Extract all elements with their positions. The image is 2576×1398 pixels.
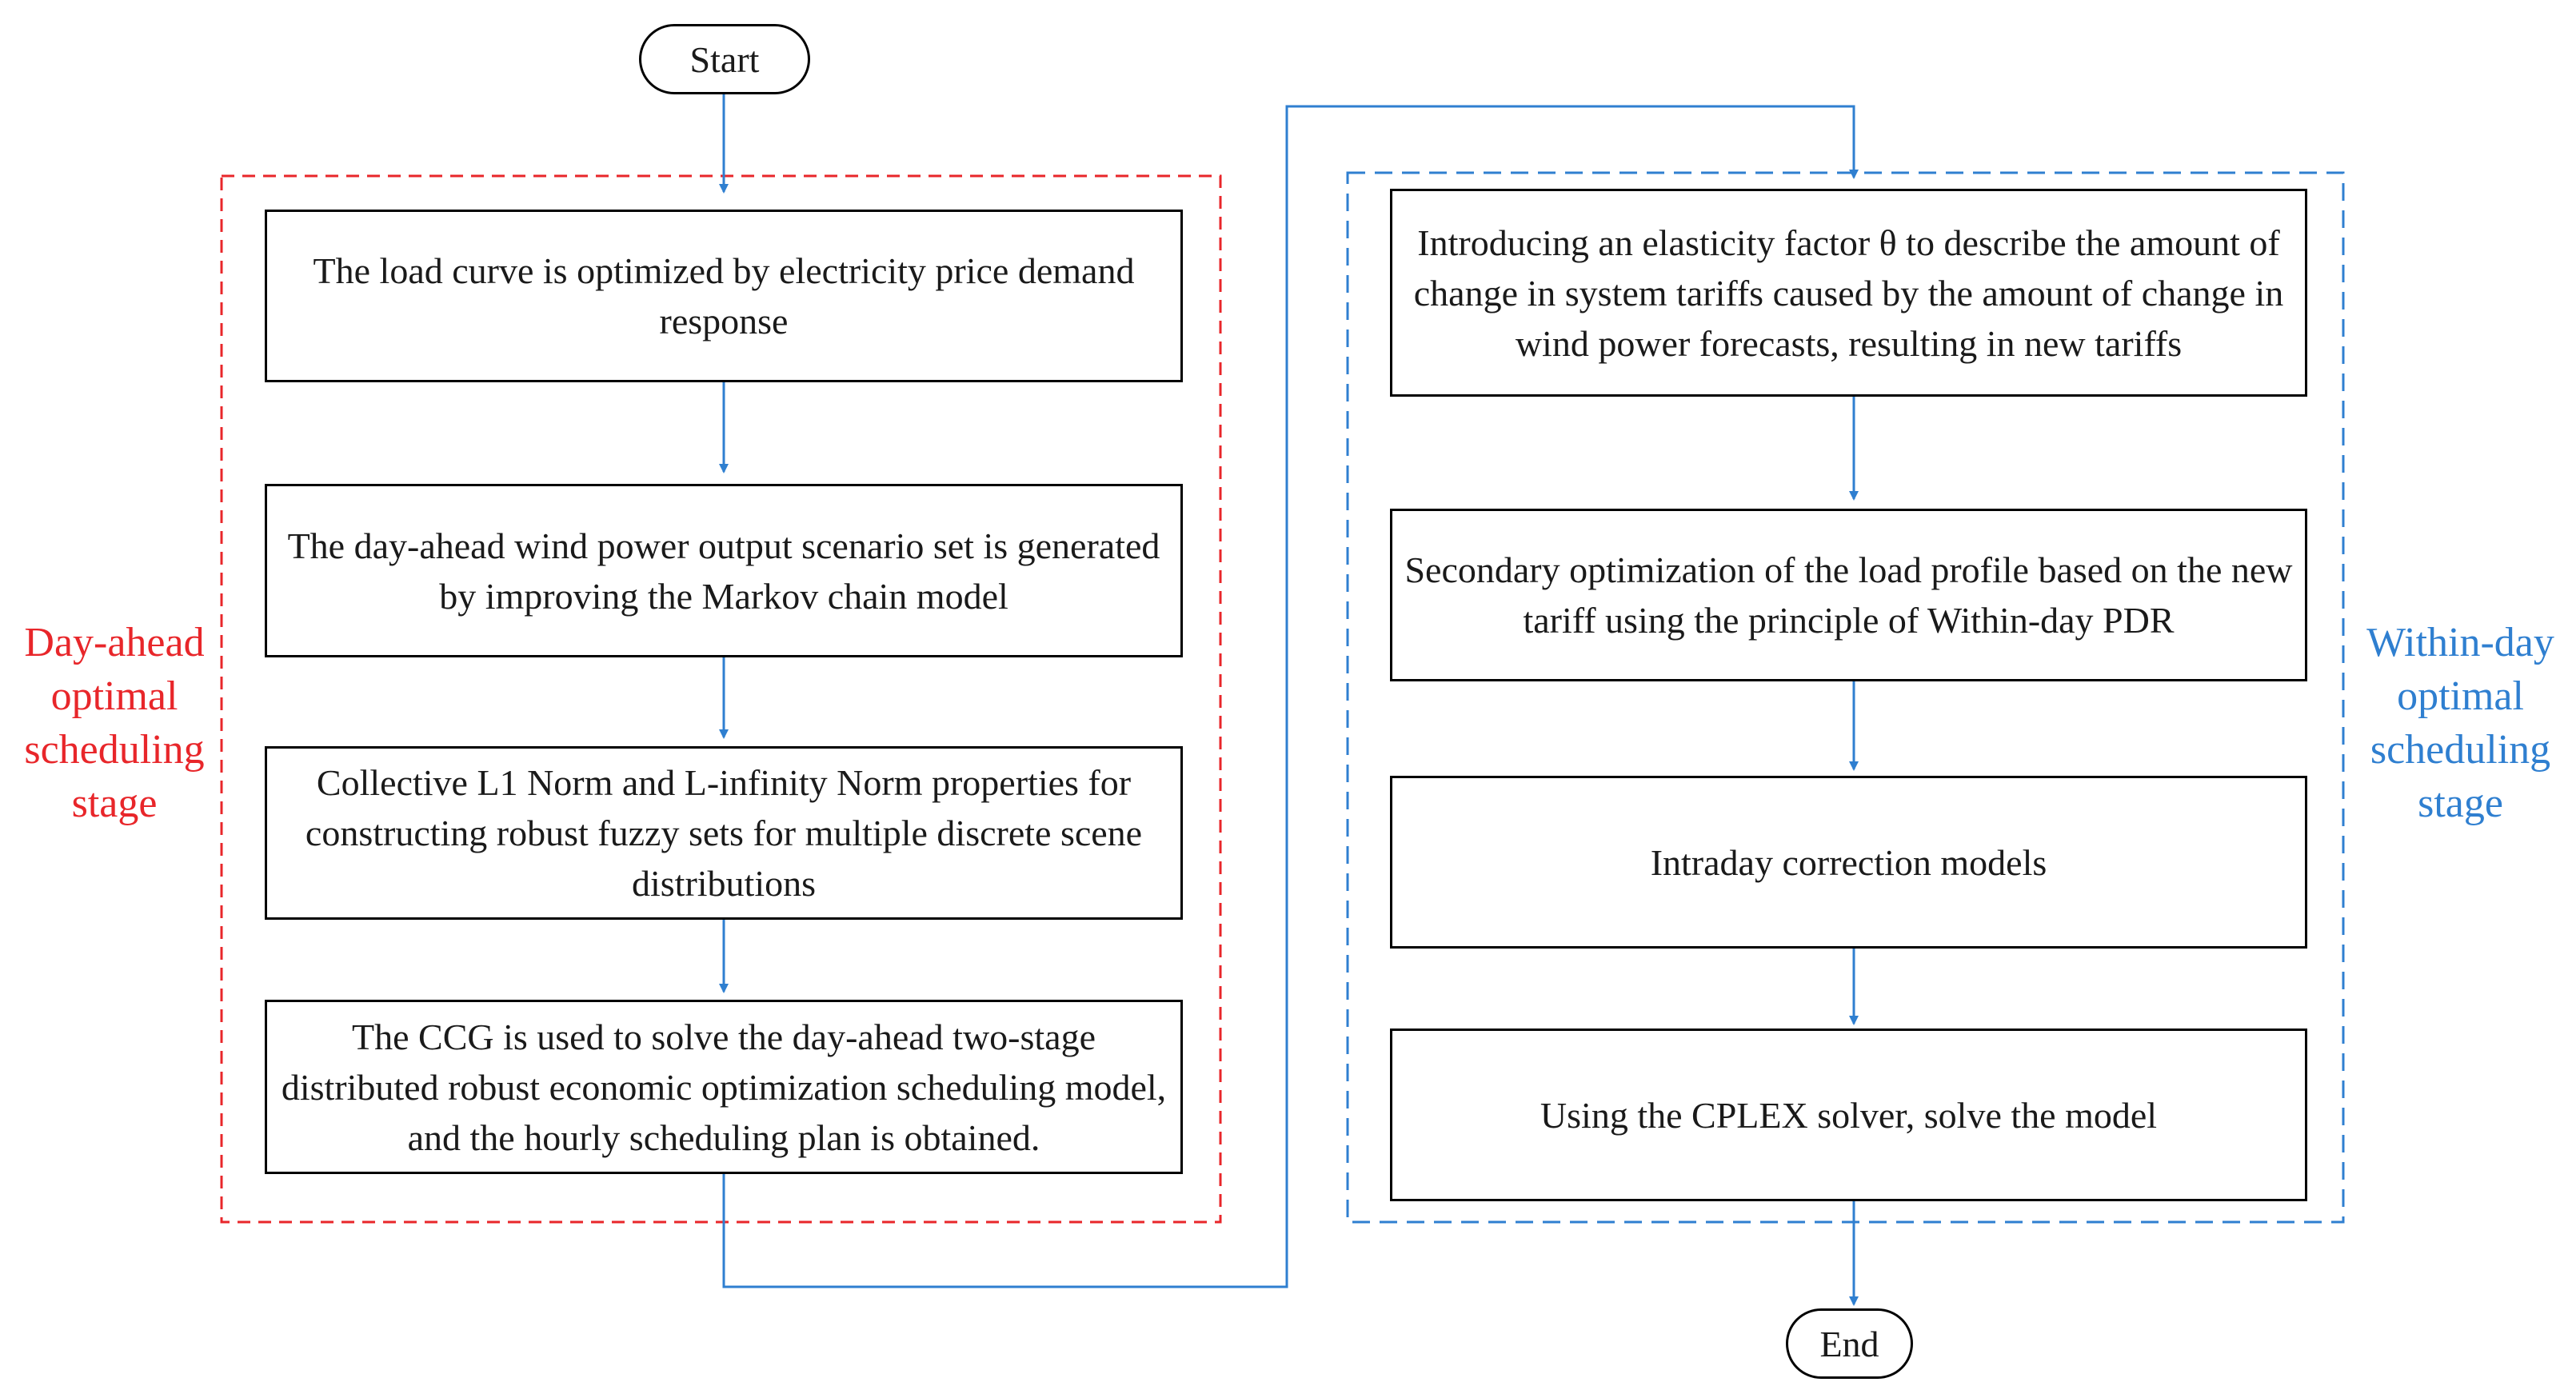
start-label: Start (689, 38, 760, 80)
end-label: End (1819, 1323, 1879, 1364)
day-ahead-step-4: The CCG is used to solve the day-ahead t… (265, 1000, 1183, 1174)
arrow-day-ahead-to-within-day (722, 105, 1859, 1288)
within-day-step-2: Secondary optimization of the load profi… (1390, 509, 2307, 681)
day-ahead-stage-frame (220, 174, 1222, 1224)
day-ahead-step-1-text: The load curve is optimized by electrici… (313, 250, 1135, 342)
within-day-step-3: Intraday correction models (1390, 776, 2307, 949)
within-day-step-3-text: Intraday correction models (1650, 841, 2047, 883)
day-ahead-step-1: The load curve is optimized by electrici… (265, 210, 1183, 382)
day-ahead-step-2-text: The day-ahead wind power output scenario… (287, 525, 1160, 617)
within-day-step-4-text: Using the CPLEX solver, solve the model (1540, 1094, 2158, 1136)
day-ahead-step-3-text: Collective L1 Norm and L-infinity Norm p… (305, 762, 1143, 904)
within-day-step-2-text: Secondary optimization of the load profi… (1404, 549, 2293, 641)
start-terminal: Start (639, 24, 810, 94)
day-ahead-stage-label: Day-ahead optimal scheduling stage (24, 620, 205, 826)
within-day-stage-frame (1346, 171, 2345, 1224)
within-day-step-1-text: Introducing an elasticity factor θ to de… (1413, 222, 2284, 364)
within-day-stage-label: Within-day optimal scheduling stage (2366, 620, 2554, 826)
within-day-step-4: Using the CPLEX solver, solve the model (1390, 1029, 2307, 1201)
day-ahead-step-4-text: The CCG is used to solve the day-ahead t… (281, 1016, 1167, 1158)
within-day-step-1: Introducing an elasticity factor θ to de… (1390, 189, 2307, 397)
day-ahead-step-3: Collective L1 Norm and L-infinity Norm p… (265, 746, 1183, 920)
day-ahead-step-2: The day-ahead wind power output scenario… (265, 484, 1183, 657)
end-terminal: End (1786, 1308, 1913, 1379)
